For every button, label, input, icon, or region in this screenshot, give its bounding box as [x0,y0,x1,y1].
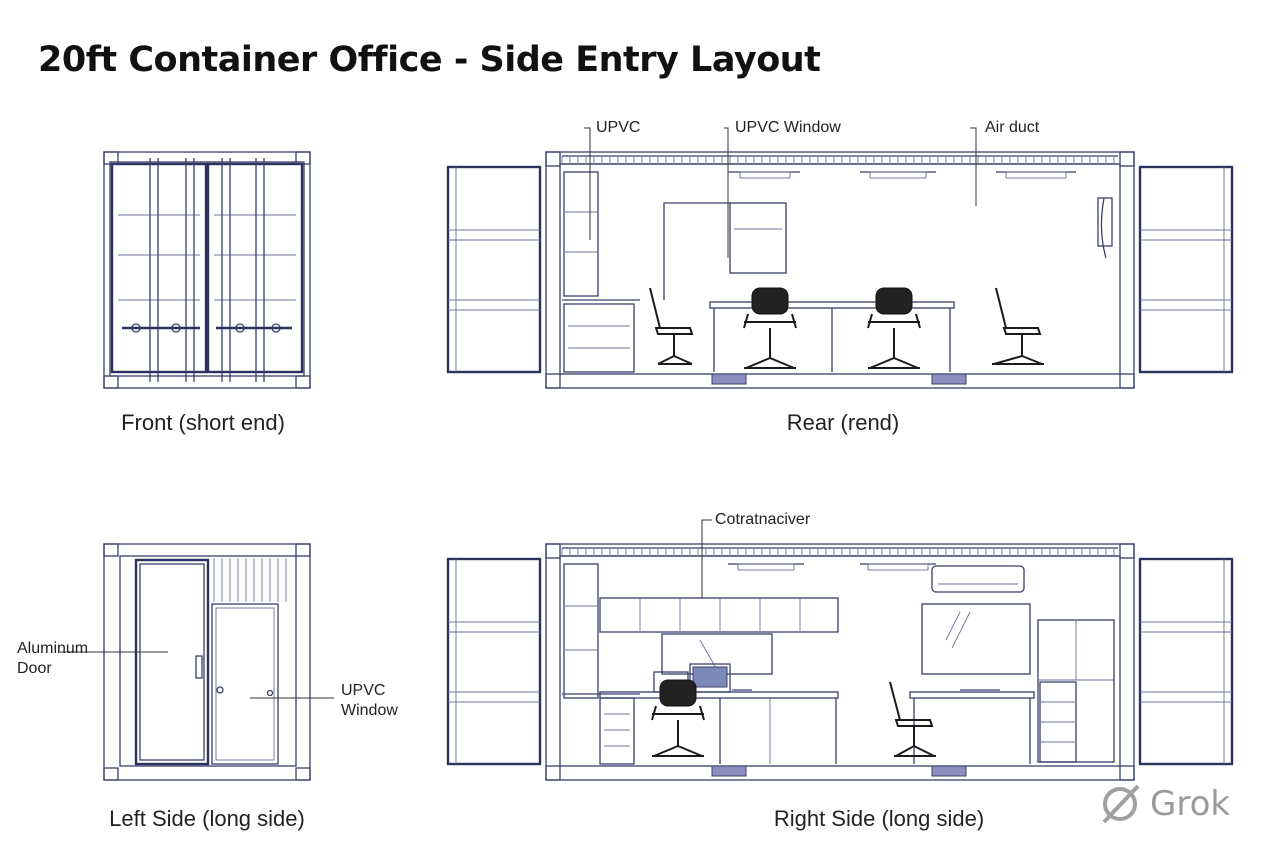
front-view [103,151,311,389]
left-side-view [60,543,334,781]
grok-logo-icon [1102,784,1140,824]
callout-air-duct: Air duct [985,119,1040,136]
left-side-view-label: Left Side (long side) [109,806,305,831]
right-side-view [446,519,1234,781]
rear-view [446,151,1234,389]
rear-view-label: Rear (rend) [786,410,900,435]
callout-upvc: UPVC [596,119,641,136]
watermark-text: Grok [1150,784,1231,824]
rear-chairs [649,287,1044,369]
callout-cotratnaciver: Cotratnaciver [715,511,811,528]
front-view-label: Front (short end) [121,410,285,435]
callout-upvc-window-side: UPVC Window [341,682,398,719]
right-side-view-label: Right Side (long side) [773,806,985,831]
page-title: 20ft Container Office - Side Entry Layou… [38,40,821,80]
grok-watermark: Grok [1098,782,1230,826]
callout-upvc-window: UPVC Window [735,119,841,136]
callout-aluminum-door: Aluminum Door [17,640,89,677]
rear-callout-pointers [584,127,977,258]
right-chairs [651,679,936,757]
